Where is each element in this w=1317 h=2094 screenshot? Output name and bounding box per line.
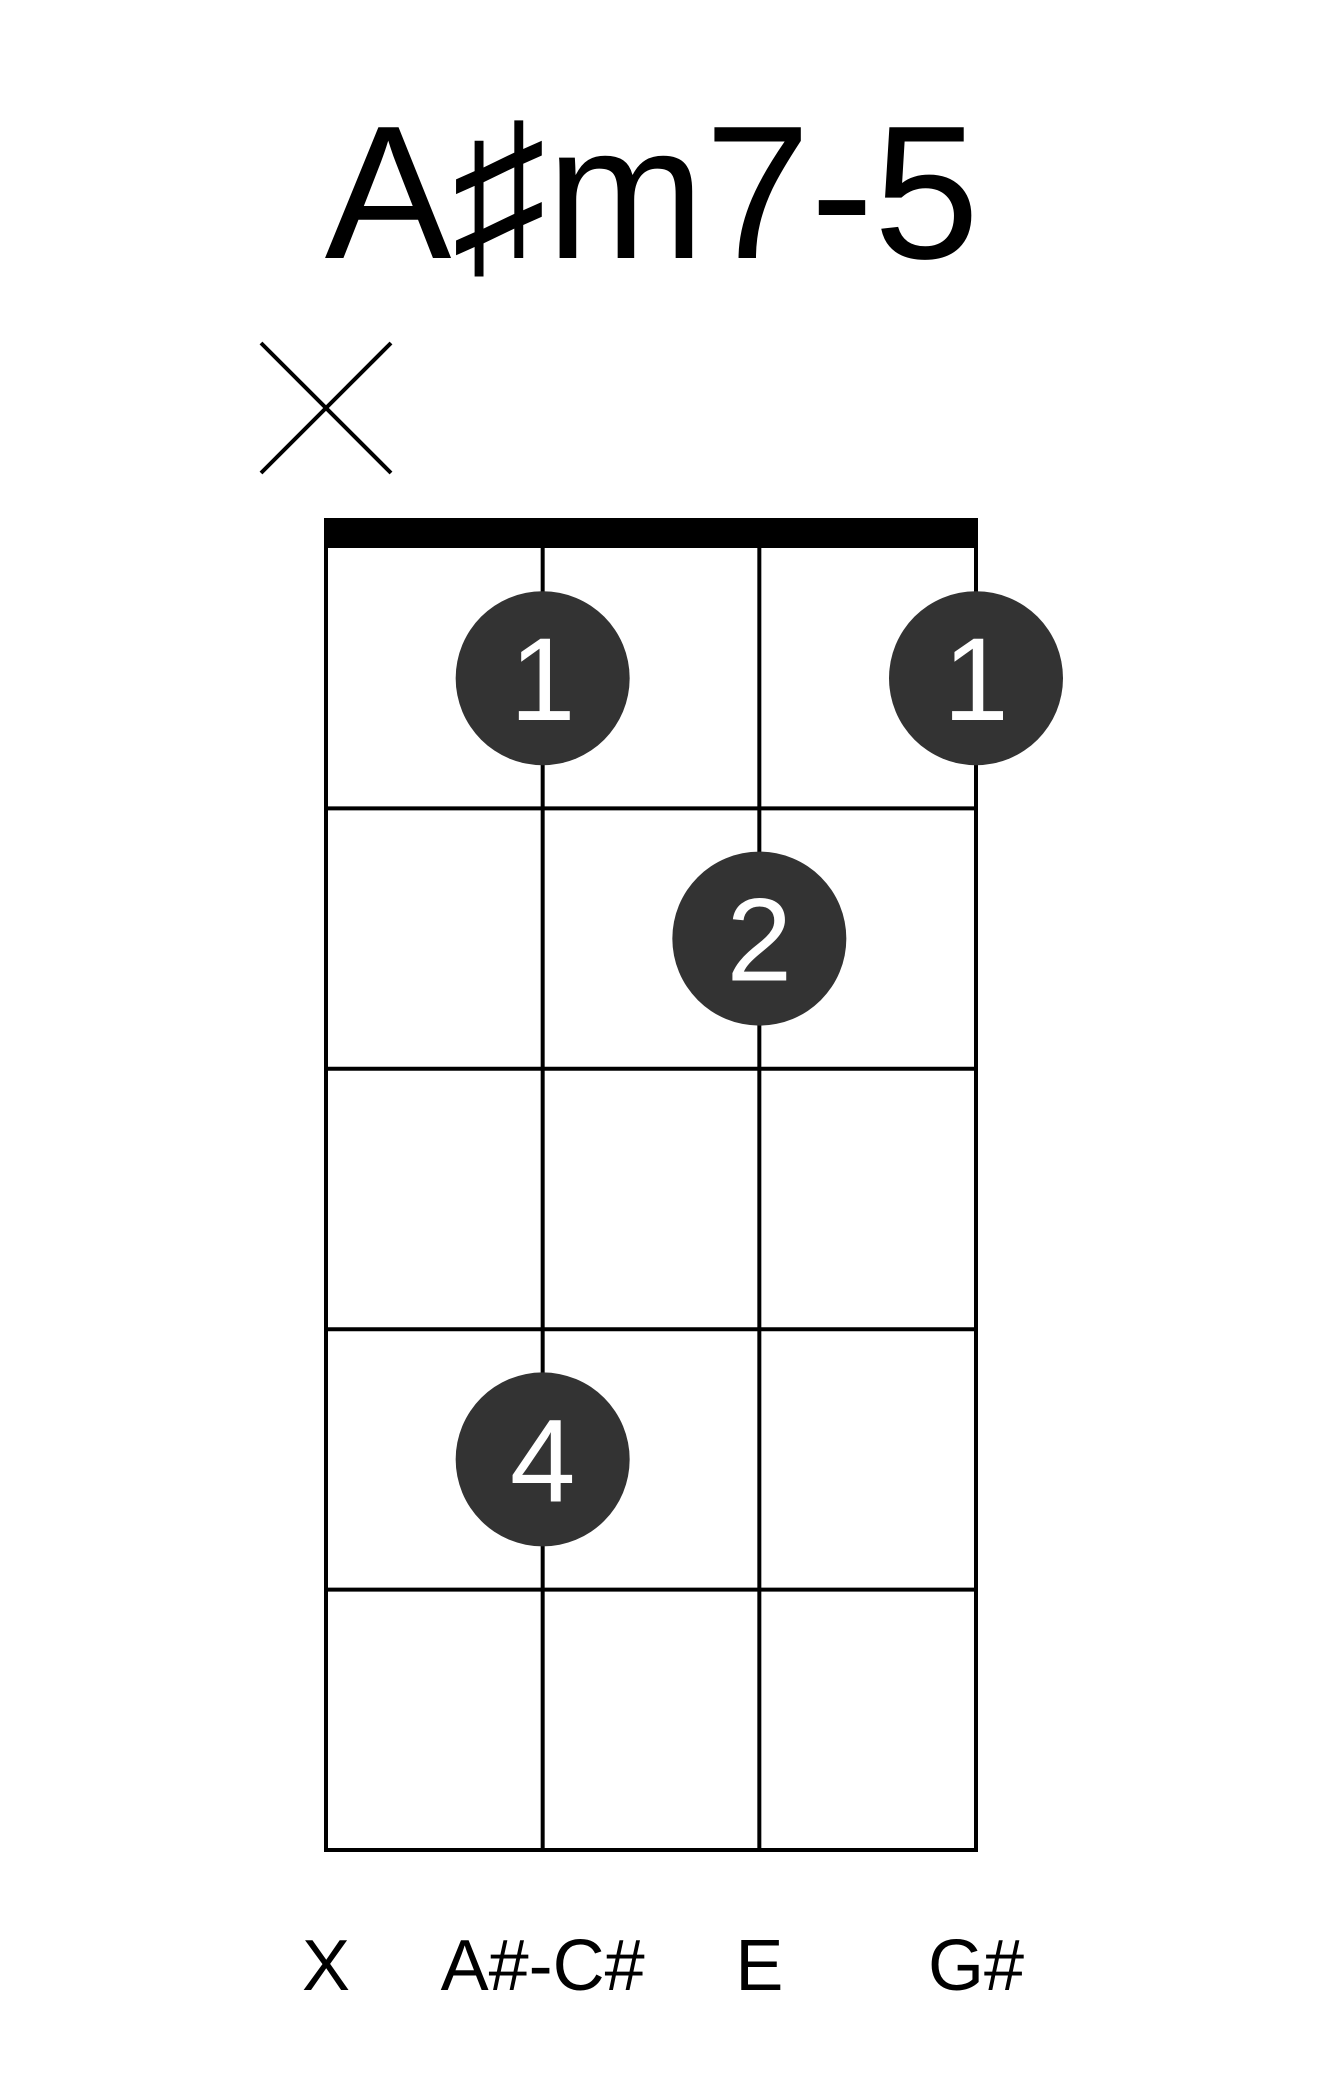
chord-title: A♯m7-5 bbox=[325, 87, 980, 299]
note-label: A#-C# bbox=[441, 1926, 645, 2006]
x-mute-icon bbox=[259, 341, 393, 475]
finger-dot: 1 bbox=[455, 591, 630, 766]
finger-dots: 1 1 2 4 bbox=[455, 591, 1063, 1547]
finger-dot-circle bbox=[455, 1372, 630, 1547]
finger-number: 1 bbox=[943, 614, 1009, 746]
note-label: E bbox=[735, 1926, 783, 2006]
finger-dot-circle bbox=[889, 591, 1063, 766]
finger-dot: 2 bbox=[672, 851, 847, 1026]
note-labels: X A#-C# E G# bbox=[302, 1926, 1024, 2006]
fretboard bbox=[324, 518, 978, 1852]
finger-dot-circle bbox=[672, 851, 847, 1026]
nut bbox=[324, 518, 978, 548]
finger-dot: 4 bbox=[455, 1372, 630, 1547]
finger-number: 1 bbox=[510, 614, 576, 746]
note-label: G# bbox=[928, 1926, 1024, 2006]
finger-number: 4 bbox=[510, 1395, 576, 1527]
finger-number: 2 bbox=[727, 875, 793, 1007]
open-string-markers bbox=[259, 341, 393, 475]
note-label: X bbox=[302, 1926, 350, 2006]
finger-dot-circle bbox=[455, 591, 630, 766]
finger-dot: 1 bbox=[889, 591, 1063, 766]
